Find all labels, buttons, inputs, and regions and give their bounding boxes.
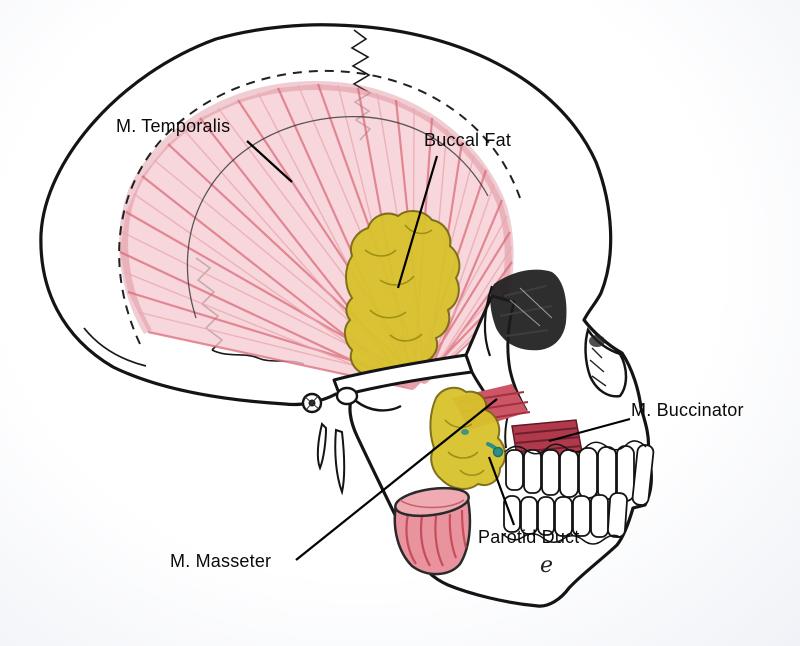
lateral-orbital-rim [483, 285, 494, 357]
leader-parotid-duct [487, 456, 516, 526]
label-buccal-fat: Buccal Fat [424, 130, 512, 150]
nasal-aperture [584, 327, 628, 398]
jaw-mark: e [540, 553, 553, 578]
lower-teeth [502, 492, 628, 545]
temporal-line-dashed [118, 69, 521, 345]
mandibular-condyle [335, 386, 359, 406]
label-buccinator: M. Buccinator [631, 400, 744, 420]
temporalis-rim-band [119, 81, 514, 335]
ear-region [301, 386, 402, 496]
inferior-temporal-line [186, 116, 489, 319]
leader-buccal-fat [396, 155, 439, 289]
buccal-fat-lower [429, 386, 506, 490]
nuchal-line [83, 327, 147, 367]
leader-masseter [295, 398, 498, 561]
sigmoid-notch [355, 400, 402, 412]
leader-buccinator [548, 417, 631, 443]
eye-orbit [483, 269, 567, 357]
styloid-process [316, 422, 346, 496]
label-parotid-duct: Parotid Duct [478, 527, 580, 547]
leader-temporalis [246, 140, 293, 183]
masseter-muscle [393, 486, 472, 576]
upper-teeth [504, 440, 655, 506]
label-temporalis: M. Temporalis [116, 116, 231, 136]
parotid-duct [461, 429, 504, 458]
label-masseter: M. Masseter [170, 551, 272, 571]
leader-lines [246, 140, 631, 561]
